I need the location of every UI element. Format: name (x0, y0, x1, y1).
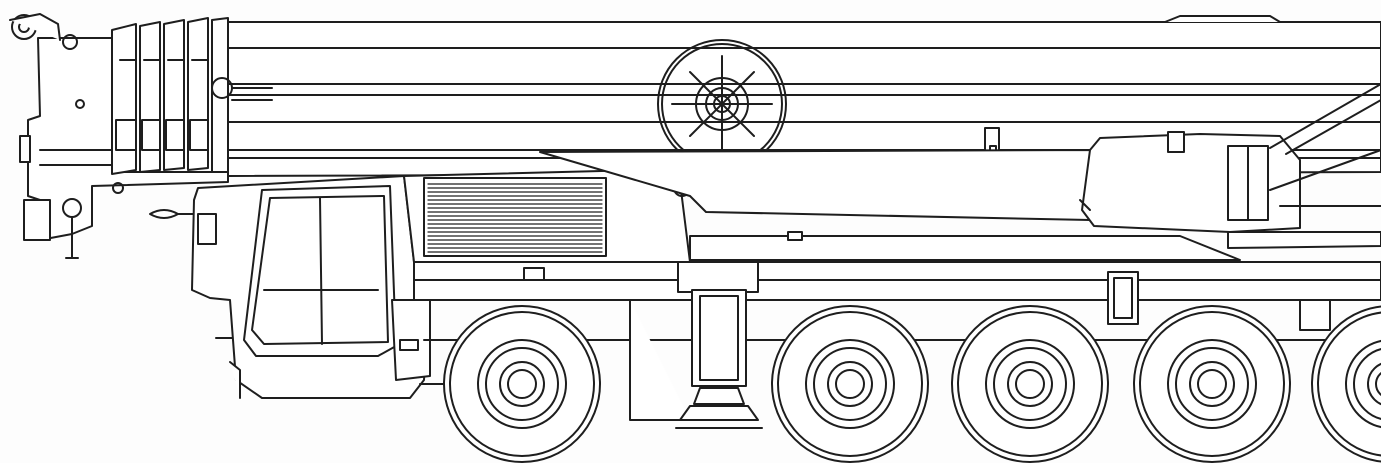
boom-head (9, 13, 229, 259)
wheel-2 (771, 305, 929, 463)
wheel-1 (443, 305, 601, 463)
wheel-set (443, 305, 1381, 463)
engine-hood (403, 169, 691, 263)
cable-drum (657, 39, 787, 169)
boom-section-collars (111, 17, 273, 175)
crane-superstructure (539, 83, 1381, 249)
wheel-3 (951, 305, 1109, 463)
grille-slats (427, 183, 603, 253)
outrigger-jack (675, 261, 763, 429)
driver-cab (191, 175, 431, 399)
wheel-4 (1133, 305, 1291, 463)
wheel-5 (1311, 305, 1381, 463)
carrier-chassis (413, 231, 1381, 421)
